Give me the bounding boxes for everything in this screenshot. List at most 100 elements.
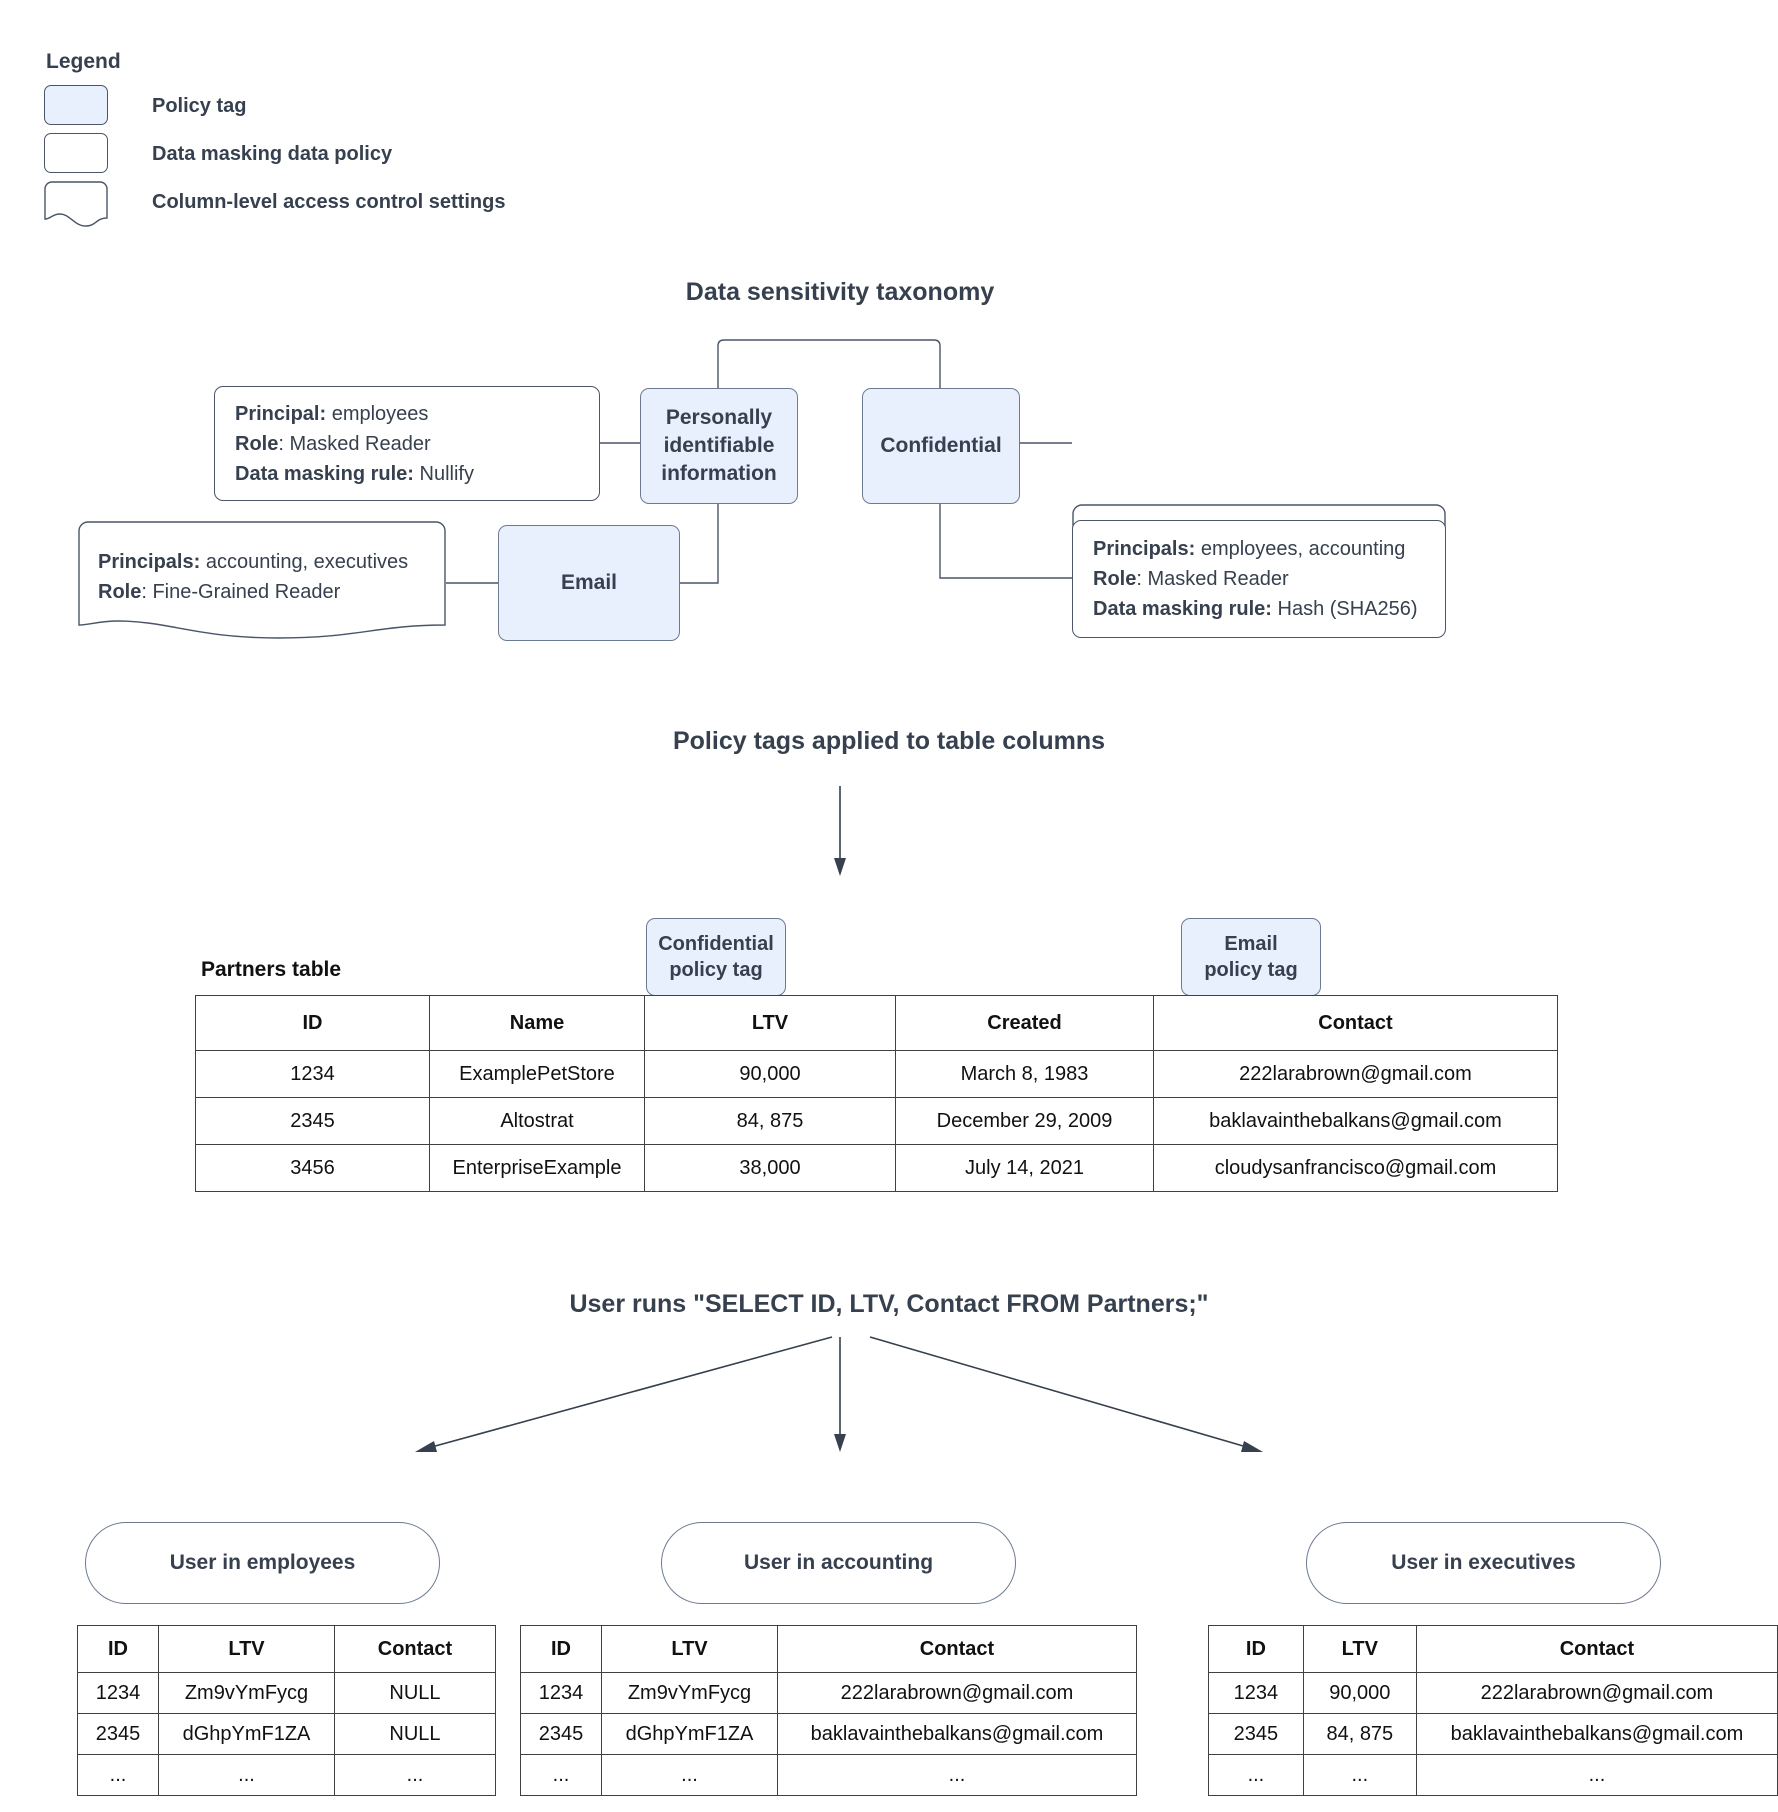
cell: NULL	[334, 1713, 496, 1755]
policy-role-line: Role: Masked Reader	[1093, 568, 1289, 590]
cell: baklavainthebalkans@gmail.com	[1153, 1097, 1558, 1145]
partners-table-wrap: ID Name LTV Created Contact 1234 Example…	[195, 995, 1558, 1192]
partners-table-caption: Partners table	[201, 958, 342, 981]
policy-principals-line: Principals: accounting, executives	[98, 551, 409, 573]
policy-role-line: Role: Masked Reader	[235, 432, 431, 455]
cell: 1234	[77, 1672, 159, 1714]
query-fanout-arrows	[415, 1336, 1263, 1452]
policy-tag-pii[interactable]: Personally identifiable information	[640, 388, 798, 504]
results-table-executives: ID LTV Contact 1234 90,000 222larabrown@…	[1208, 1625, 1778, 1796]
cell: 2345	[77, 1713, 159, 1755]
table-row: 1234 90,000 222larabrown@gmail.com	[1208, 1672, 1778, 1714]
pii-data-masking-policy-box: Principal: employees Role: Masked Reader…	[214, 386, 600, 501]
cell: cloudysanfrancisco@gmail.com	[1153, 1144, 1558, 1192]
cell: 1234	[195, 1050, 430, 1098]
taxonomy-title: Data sensitivity taxonomy	[685, 278, 995, 306]
policy-rule-line: Data masking rule: Nullify	[235, 462, 474, 485]
cell: 38,000	[644, 1144, 896, 1192]
cell: NULL	[334, 1672, 496, 1714]
cell: ...	[601, 1754, 778, 1796]
policy-principals-line: Principals: employees, accounting	[1093, 538, 1406, 560]
user-pill-employees[interactable]: User in employees	[85, 1522, 440, 1604]
cell: Zm9vYmFycg	[601, 1672, 778, 1714]
column-access-swatch-icon	[44, 181, 110, 227]
legend-item-data-masking: Data masking data policy	[44, 130, 505, 178]
table-row: 1234 Zm9vYmFycg NULL	[77, 1672, 496, 1714]
table-row: 1234 ExamplePetStore 90,000 March 8, 198…	[195, 1050, 1558, 1098]
column-header: Contact	[1153, 995, 1558, 1051]
column-header: Name	[429, 995, 645, 1051]
chip-email-policy-tag[interactable]: Email policy tag	[1181, 918, 1321, 996]
table-header-row: ID LTV Contact	[1208, 1625, 1778, 1673]
cell: 222larabrown@gmail.com	[1415, 1672, 1778, 1714]
cell: ...	[158, 1754, 335, 1796]
legend-item-policy-tag: Policy tag	[44, 82, 505, 130]
taxonomy-connectors	[446, 339, 1072, 584]
partners-table: ID Name LTV Created Contact 1234 Example…	[195, 995, 1558, 1192]
confidential-data-masking-policy-box: Principals: employees, accounting Role: …	[1072, 520, 1446, 638]
cell: ...	[520, 1754, 602, 1796]
chip-line-2: policy tag	[669, 959, 763, 981]
table-row: 2345 dGhpYmF1ZA NULL	[77, 1713, 496, 1755]
cell: 3456	[195, 1144, 430, 1192]
cell: Zm9vYmFycg	[158, 1672, 335, 1714]
chip-line-2: policy tag	[1204, 959, 1298, 981]
policy-principal-line: Principal: employees	[235, 402, 429, 425]
column-header: ID	[520, 1625, 602, 1673]
table-row: ... ... ...	[520, 1754, 1137, 1796]
policy-tag-email[interactable]: Email	[498, 525, 680, 641]
column-header: LTV	[1302, 1625, 1417, 1673]
chip-line-1: Confidential	[658, 933, 774, 955]
cell: ...	[334, 1754, 496, 1796]
table-row: ... ... ...	[1208, 1754, 1778, 1796]
user-pill-executives[interactable]: User in executives	[1306, 1522, 1661, 1604]
cell: 90,000	[644, 1050, 896, 1098]
column-header: LTV	[644, 995, 896, 1051]
data-masking-swatch-icon	[44, 133, 110, 175]
column-header: Contact	[777, 1625, 1137, 1673]
table-row: 3456 EnterpriseExample 38,000 July 14, 2…	[195, 1144, 1558, 1192]
cell: 222larabrown@gmail.com	[777, 1672, 1137, 1714]
column-header: ID	[195, 995, 430, 1051]
cell: baklavainthebalkans@gmail.com	[777, 1713, 1137, 1755]
policy-role-line: Role: Fine-Grained Reader	[98, 581, 341, 603]
cell: ...	[1415, 1754, 1778, 1796]
cell: 84, 875	[644, 1097, 896, 1145]
cell: baklavainthebalkans@gmail.com	[1415, 1713, 1778, 1755]
cell: dGhpYmF1ZA	[601, 1713, 778, 1755]
table-row: ... ... ...	[77, 1754, 496, 1796]
results-table-accounting-wrap: ID LTV Contact 1234 Zm9vYmFycg 222larabr…	[520, 1625, 1137, 1796]
chip-confidential-policy-tag[interactable]: Confidential policy tag	[646, 918, 786, 996]
cell: Altostrat	[429, 1097, 645, 1145]
results-table-executives-wrap: ID LTV Contact 1234 90,000 222larabrown@…	[1208, 1625, 1778, 1796]
legend-item-label: Data masking data policy	[152, 142, 393, 165]
cell: ExamplePetStore	[429, 1050, 645, 1098]
table-header-row: ID Name LTV Created Contact	[195, 995, 1558, 1051]
legend-item-label: Column-level access control settings	[152, 190, 506, 213]
table-row: 2345 84, 875 baklavainthebalkans@gmail.c…	[1208, 1713, 1778, 1755]
chip-line-1: Email	[1224, 933, 1278, 955]
cell: ...	[77, 1754, 159, 1796]
applied-down-arrow	[834, 786, 846, 876]
cell: 90,000	[1302, 1672, 1417, 1714]
cell: dGhpYmF1ZA	[158, 1713, 335, 1755]
query-title: User runs "SELECT ID, LTV, Contact FROM …	[569, 1290, 1209, 1318]
legend-item-column-access: Column-level access control settings	[44, 178, 506, 227]
results-table-employees-wrap: ID LTV Contact 1234 Zm9vYmFycg NULL 2345…	[77, 1625, 496, 1796]
user-pill-accounting[interactable]: User in accounting	[661, 1522, 1016, 1604]
cell: ...	[1208, 1754, 1304, 1796]
table-row: 2345 dGhpYmF1ZA baklavainthebalkans@gmai…	[520, 1713, 1137, 1755]
column-header: LTV	[158, 1625, 335, 1673]
cell: 222larabrown@gmail.com	[1153, 1050, 1558, 1098]
table-header-row: ID LTV Contact	[77, 1625, 496, 1673]
table-row: 1234 Zm9vYmFycg 222larabrown@gmail.com	[520, 1672, 1137, 1714]
cell: 84, 875	[1302, 1713, 1417, 1755]
table-header-row: ID LTV Contact	[520, 1625, 1137, 1673]
column-header: ID	[1208, 1625, 1304, 1673]
column-header: LTV	[601, 1625, 778, 1673]
cell: EnterpriseExample	[429, 1144, 645, 1192]
results-table-accounting: ID LTV Contact 1234 Zm9vYmFycg 222larabr…	[520, 1625, 1137, 1796]
policy-tag-confidential[interactable]: Confidential	[862, 388, 1020, 504]
legend-item-label: Policy tag	[152, 94, 247, 117]
results-table-employees: ID LTV Contact 1234 Zm9vYmFycg NULL 2345…	[77, 1625, 496, 1796]
